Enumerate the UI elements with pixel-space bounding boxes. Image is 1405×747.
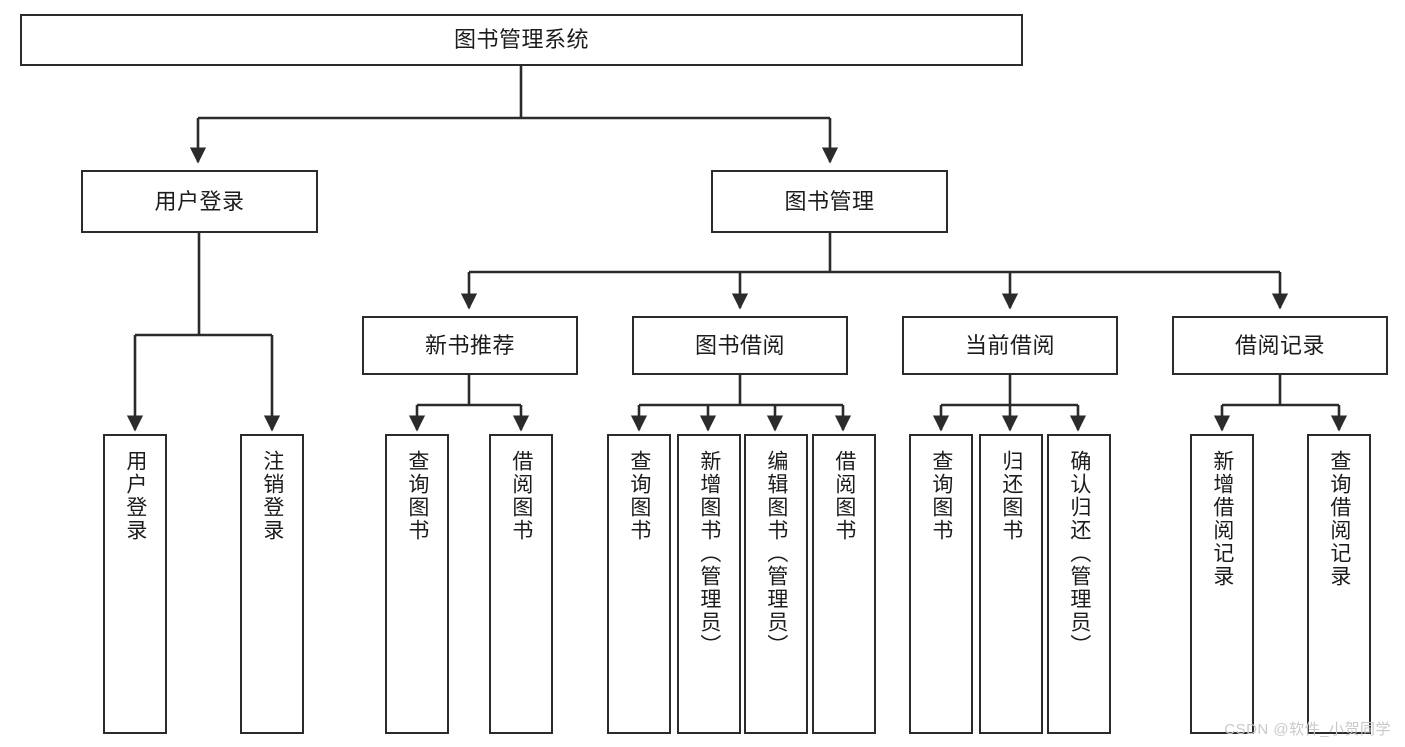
leaf-return-book-label: 归还图书 <box>999 450 1023 542</box>
node-new-book-recommend-label: 新书推荐 <box>424 332 515 358</box>
leaf-confirm-return-admin[interactable]: 确认归还（管理员） <box>1047 434 1111 734</box>
node-current-borrow-label: 当前借阅 <box>964 332 1055 358</box>
leaf-new-book-query[interactable]: 查询图书 <box>385 434 449 734</box>
node-book-borrow-label: 图书借阅 <box>694 332 785 358</box>
leaf-new-book-borrow-label: 借阅图书 <box>509 450 533 542</box>
leaf-return-book[interactable]: 归还图书 <box>979 434 1043 734</box>
leaf-user-login-label: 用户登录 <box>123 450 147 542</box>
leaf-borrow-book-label: 借阅图书 <box>832 450 856 542</box>
node-root-label: 图书管理系统 <box>453 27 589 53</box>
leaf-user-login[interactable]: 用户登录 <box>103 434 167 734</box>
csdn-watermark: CSDN @软件_小贺同学 <box>1224 721 1391 738</box>
leaf-add-book-admin[interactable]: 新增图书（管理员） <box>677 434 741 734</box>
leaf-borrow-query-book-label: 查询图书 <box>627 450 651 542</box>
node-borrow-record-label: 借阅记录 <box>1234 332 1325 358</box>
leaf-edit-book-admin[interactable]: 编辑图书（管理员） <box>744 434 808 734</box>
leaf-add-book-admin-label: 新增图书（管理员） <box>697 450 721 657</box>
node-borrow-record[interactable]: 借阅记录 <box>1172 316 1388 375</box>
node-root[interactable]: 图书管理系统 <box>20 14 1023 66</box>
leaf-confirm-return-admin-label: 确认归还（管理员） <box>1067 450 1091 657</box>
node-book-management[interactable]: 图书管理 <box>711 170 948 233</box>
node-current-borrow[interactable]: 当前借阅 <box>902 316 1118 375</box>
leaf-logout[interactable]: 注销登录 <box>240 434 304 734</box>
leaf-current-query-book[interactable]: 查询图书 <box>909 434 973 734</box>
leaf-edit-book-admin-label: 编辑图书（管理员） <box>764 450 788 657</box>
node-user-login[interactable]: 用户登录 <box>81 170 318 233</box>
leaf-new-book-query-label: 查询图书 <box>405 450 429 542</box>
leaf-add-borrow-record[interactable]: 新增借阅记录 <box>1190 434 1254 734</box>
leaf-add-borrow-record-label: 新增借阅记录 <box>1210 450 1234 588</box>
leaf-borrow-book[interactable]: 借阅图书 <box>812 434 876 734</box>
node-book-management-label: 图书管理 <box>784 188 875 214</box>
leaf-query-borrow-record[interactable]: 查询借阅记录 <box>1307 434 1371 734</box>
leaf-query-borrow-record-label: 查询借阅记录 <box>1327 450 1351 588</box>
node-new-book-recommend[interactable]: 新书推荐 <box>362 316 578 375</box>
leaf-logout-label: 注销登录 <box>260 450 284 542</box>
node-book-borrow[interactable]: 图书借阅 <box>632 316 848 375</box>
leaf-current-query-book-label: 查询图书 <box>929 450 953 542</box>
leaf-new-book-borrow[interactable]: 借阅图书 <box>489 434 553 734</box>
node-user-login-label: 用户登录 <box>154 188 245 214</box>
leaf-borrow-query-book[interactable]: 查询图书 <box>607 434 671 734</box>
